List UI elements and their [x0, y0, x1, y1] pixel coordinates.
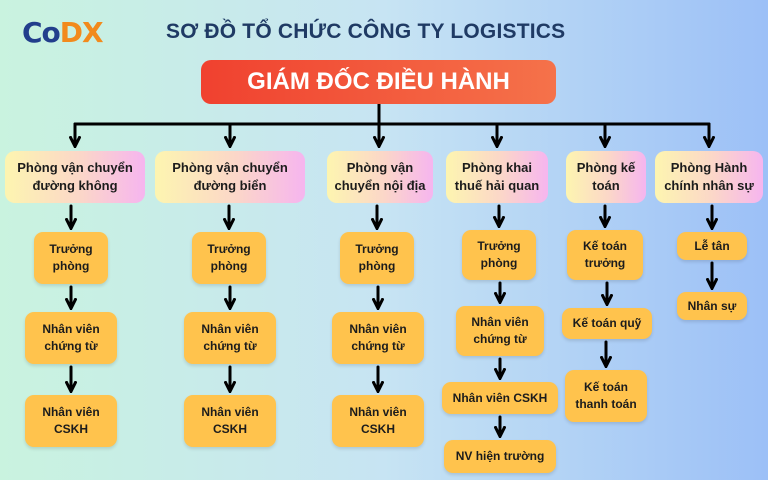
department-box: Phòng vận chuyển đường không — [5, 151, 145, 203]
department-box: Phòng kế toán — [566, 151, 646, 203]
chart-title: SƠ ĐỒ TỔ CHỨC CÔNG TY LOGISTICS — [166, 20, 566, 43]
role-box: Nhân viên CSKH — [332, 395, 424, 447]
role-box: Trưởng phòng — [462, 230, 536, 280]
role-box: Nhân viên chứng từ — [456, 306, 544, 356]
role-box: Nhân viên chứng từ — [332, 312, 424, 364]
codx-logo: CoDX — [22, 16, 104, 49]
department-box: Phòng vận chuyển nội địa — [327, 151, 433, 203]
role-box: Nhân viên chứng từ — [184, 312, 276, 364]
department-box: Phòng khai thuế hải quan — [446, 151, 548, 203]
role-box: Trưởng phòng — [34, 232, 108, 284]
role-box: Trưởng phòng — [192, 232, 266, 284]
role-box: Kế toán thanh toán — [565, 370, 647, 422]
role-box: Nhân viên CSKH — [184, 395, 276, 447]
role-box: NV hiện trường — [444, 440, 556, 473]
role-box: Kế toán trưởng — [567, 230, 643, 280]
role-box: Nhân sự — [677, 292, 747, 320]
department-box: Phòng vận chuyển đường biển — [155, 151, 305, 203]
ceo-box: GIÁM ĐỐC ĐIỀU HÀNH — [201, 60, 556, 104]
role-box: Nhân viên CSKH — [442, 382, 558, 414]
role-box: Trưởng phòng — [340, 232, 414, 284]
role-box: Kế toán quỹ — [562, 308, 652, 339]
department-box: Phòng Hành chính nhân sự — [655, 151, 763, 203]
role-box: Nhân viên CSKH — [25, 395, 117, 447]
role-box: Lễ tân — [677, 232, 747, 260]
role-box: Nhân viên chứng từ — [25, 312, 117, 364]
